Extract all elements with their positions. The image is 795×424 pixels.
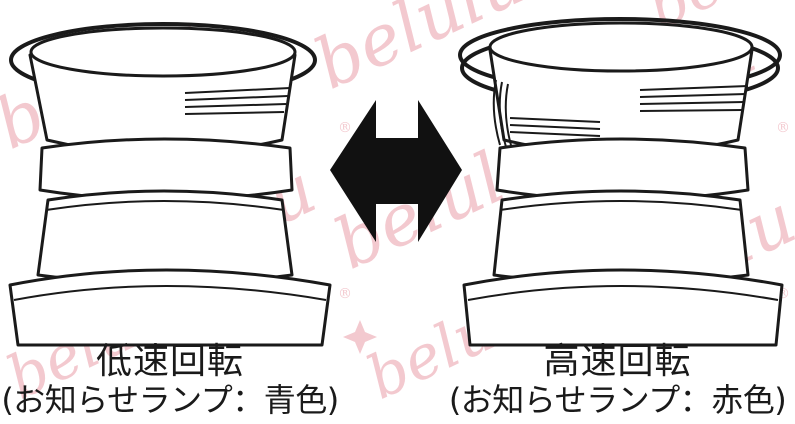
watermark-registered-mark: ® <box>776 120 790 136</box>
body-base-rim <box>13 285 327 301</box>
low-speed-caption: 低速回転 (お知らせランプ：青色) <box>0 341 340 419</box>
low-speed-indicator-note: (お知らせランプ：青色) <box>1 381 339 419</box>
high-speed-indicator-note: (お知らせランプ：赤色) <box>448 381 787 419</box>
speed-streaks <box>492 79 513 150</box>
device-high-speed <box>458 17 784 347</box>
rotating-head-top <box>29 26 297 78</box>
body-base <box>8 268 332 347</box>
high-speed-title: 高速回転 <box>543 341 692 382</box>
body-base <box>462 268 784 347</box>
body-neck-rim <box>45 200 285 211</box>
watermark-registered-mark: ® <box>338 286 352 302</box>
device-low-speed <box>8 22 332 347</box>
body-neck-rim <box>499 200 743 211</box>
rotating-head-top <box>488 21 754 73</box>
watermark-registered-mark: ® <box>338 120 352 136</box>
motion-lines <box>509 85 749 137</box>
high-speed-caption: 高速回転 (お知らせランプ：赤色) <box>440 341 795 419</box>
sparkle-icon <box>343 320 377 354</box>
low-speed-title: 低速回転 <box>95 341 244 382</box>
body-base-rim <box>467 285 779 301</box>
double-headed-arrow-icon <box>330 100 462 242</box>
motion-lines <box>184 87 291 115</box>
